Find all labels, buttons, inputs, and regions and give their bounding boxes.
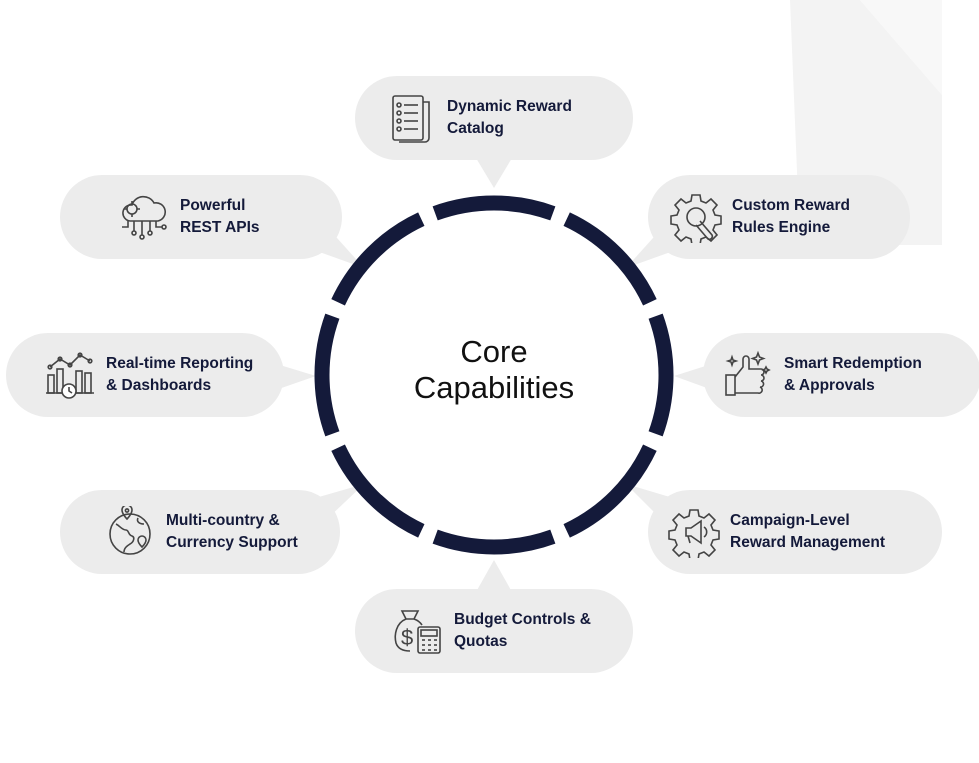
capability-label: Multi-country & Currency Support <box>166 510 298 554</box>
capability-label: Dynamic Reward Catalog <box>447 96 572 140</box>
capability-label: Budget Controls & Quotas <box>454 609 591 653</box>
center-title-line1: Core <box>460 334 528 369</box>
card-campaign <box>626 484 942 574</box>
capability-label-line1: Smart Redemption <box>784 355 922 372</box>
capability-multicountry: Multi-country & Currency Support <box>104 490 298 574</box>
capability-campaign: Campaign-Level Reward Management <box>668 490 885 574</box>
card-apis <box>60 175 364 268</box>
capability-label: Campaign-Level Reward Management <box>730 510 885 554</box>
ring-segment <box>331 212 425 306</box>
center-title-line2: Capabilities <box>413 370 575 405</box>
capability-label-line1: Budget Controls & <box>454 611 591 628</box>
capability-label-line2: Catalog <box>447 120 504 137</box>
card-catalog <box>355 76 633 188</box>
card-redemption <box>674 333 979 417</box>
card-multicountry <box>60 484 364 574</box>
svg-text:$: $ <box>401 625 413 650</box>
center-title: Core Capabilities <box>374 334 614 406</box>
capability-label: Powerful REST APIs <box>180 195 260 239</box>
gear-wrench-icon <box>670 191 722 243</box>
gear-megaphone-icon <box>668 506 720 558</box>
thumbs-up-sparkle-icon <box>722 349 774 401</box>
ring-segment <box>331 444 425 538</box>
capability-label-line1: Multi-country & <box>166 512 280 529</box>
ring-segment <box>563 444 657 538</box>
capability-label-line1: Dynamic Reward <box>447 98 572 115</box>
capability-ring <box>314 195 674 555</box>
ring-segment <box>314 313 340 437</box>
capability-label-line2: Reward Management <box>730 534 886 551</box>
capability-label-line1: Campaign-Level <box>730 512 850 529</box>
capability-label-line2: & Dashboards <box>106 377 212 394</box>
card-budget <box>355 560 633 673</box>
capability-label-line2: & Approvals <box>784 377 875 394</box>
capability-label-line1: Real-time Reporting <box>106 355 254 372</box>
capability-catalog: Dynamic Reward Catalog <box>385 76 572 160</box>
capability-label: Real-time Reporting & Dashboards <box>106 353 253 397</box>
capability-reporting: Real-time Reporting & Dashboards <box>44 333 253 417</box>
capability-budget: $ Budget Controls & Quotas <box>392 589 591 673</box>
capability-label-line2: REST APIs <box>180 219 260 236</box>
cloud-gear-api-icon <box>118 191 170 243</box>
globe-pin-icon <box>104 506 156 558</box>
card-reporting <box>6 333 316 417</box>
capability-label-line1: Custom Reward <box>732 197 850 214</box>
capability-label: Custom Reward Rules Engine <box>732 195 850 239</box>
capability-label-line2: Currency Support <box>166 534 298 551</box>
capability-label-line2: Rules Engine <box>732 219 831 236</box>
capability-rules-engine: Custom Reward Rules Engine <box>670 175 850 259</box>
catalog-list-icon <box>385 92 437 144</box>
capability-apis: Powerful REST APIs <box>118 175 260 259</box>
money-bag-calculator-icon: $ <box>392 605 444 657</box>
chart-clock-icon <box>44 349 96 401</box>
capability-label-line2: Quotas <box>454 633 508 650</box>
capability-redemption: Smart Redemption & Approvals <box>722 333 922 417</box>
capability-label: Smart Redemption & Approvals <box>784 353 922 397</box>
capability-label-line1: Powerful <box>180 197 246 214</box>
ring-segment <box>563 212 657 306</box>
ring-segment <box>648 313 674 437</box>
ring-segment <box>432 529 556 555</box>
ring-segment <box>432 195 556 221</box>
